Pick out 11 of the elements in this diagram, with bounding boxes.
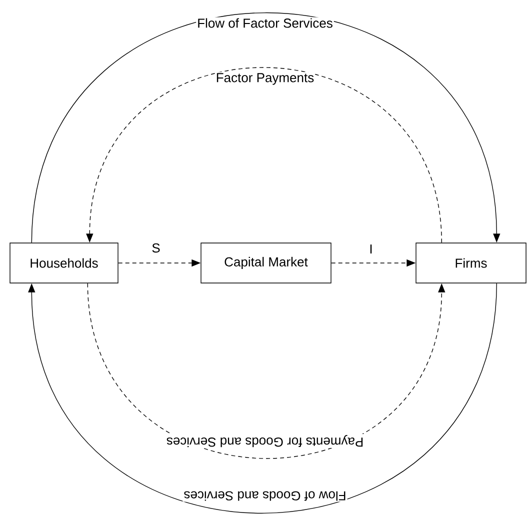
arrow: [87, 283, 446, 459]
process-box: Capital Market: [200, 242, 332, 284]
edge-label: I: [368, 244, 374, 254]
edge-label: Flow of Goods and Services: [182, 490, 348, 502]
edge-label: Factor Payments: [214, 72, 316, 86]
arrow: [86, 67, 442, 243]
process-box: Households: [10, 242, 118, 284]
edge-label: Payments for Goods and Services: [165, 434, 365, 448]
edge-label: S: [150, 242, 162, 254]
edge-label: Flow of Factor Services: [196, 17, 334, 29]
process-box: Firms: [416, 242, 526, 284]
